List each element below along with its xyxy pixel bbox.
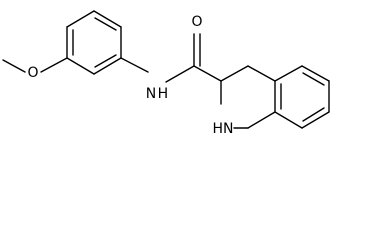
methoxy-oxygen-label: O xyxy=(27,65,38,81)
bond-methyl-o xyxy=(2,59,26,73)
bond-ring1-e-inner xyxy=(94,54,117,68)
bond-ring1-c xyxy=(93,10,122,28)
bond-ring2-f xyxy=(274,111,303,129)
bond-ring2-c xyxy=(301,65,330,82)
carbonyl-oxygen-label: O xyxy=(191,14,202,30)
bond-nh-carbonyl xyxy=(165,65,195,83)
bond-carbonyl-c3 xyxy=(193,65,222,82)
bond-o-aryl xyxy=(40,57,68,73)
bond-ring2-e xyxy=(301,111,330,129)
bond-ring1-f xyxy=(66,57,95,75)
bond-c4-c4a xyxy=(247,65,276,82)
bond-c3-c4 xyxy=(220,65,249,82)
bond-ring2-c-inner xyxy=(302,72,325,86)
bond-ring1-b xyxy=(66,10,95,28)
amide-nh-label: N H xyxy=(146,86,168,102)
bond-ring1-e xyxy=(93,57,122,75)
molecule-structure: O O N H HN xyxy=(2,10,330,137)
bond-aryl-nh xyxy=(120,57,149,73)
bond-ring1-c-inner xyxy=(94,17,117,31)
bond-ring2-e-inner xyxy=(302,107,325,122)
ring-nh-label: HN xyxy=(213,121,234,137)
bond-ring2-b xyxy=(274,65,303,82)
bond-c1-c8a xyxy=(247,111,276,129)
